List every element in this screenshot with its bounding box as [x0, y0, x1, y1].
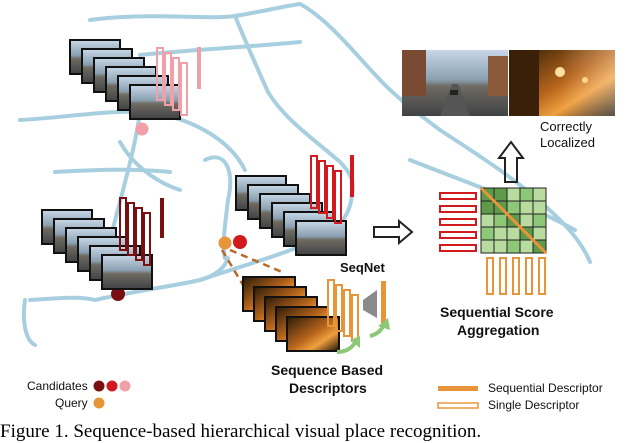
query-sequence-link — [220, 248, 283, 286]
figure: Correctly Localized SeqNet Sequential Sc… — [18, 2, 640, 412]
legend-query-label: Query — [55, 396, 88, 410]
score-cell — [480, 226, 495, 241]
descriptor-set-middle — [310, 155, 342, 224]
result-fade — [560, 50, 640, 116]
score-cell — [493, 239, 508, 254]
label-localized: Localized — [540, 135, 595, 150]
arrow-up-icon — [497, 140, 525, 183]
score-cell — [480, 239, 495, 254]
descriptor-set-top — [156, 47, 188, 116]
score-cell — [493, 213, 508, 228]
legend-sequential-swatch — [438, 386, 478, 391]
legend-sequential-label: Sequential Descriptor — [488, 381, 603, 395]
score-cell — [506, 226, 521, 241]
figure-caption: Figure 1. Sequence-based hierarchical vi… — [0, 421, 482, 442]
score-matrix — [479, 186, 548, 255]
label-ssa-1: Sequential Score — [440, 304, 554, 320]
green-arrowhead-2 — [378, 318, 390, 330]
candidate-dot-mid — [233, 235, 247, 249]
query-dot — [218, 236, 232, 250]
score-cell — [506, 239, 521, 254]
seq-descriptor-middle — [350, 155, 354, 197]
sequence-frame — [295, 220, 347, 256]
seqnet-block — [363, 290, 377, 318]
score-matrix-single-descriptors-cols — [486, 257, 546, 295]
score-cell — [532, 200, 547, 215]
legend-query — [93, 397, 105, 409]
image-stack-middle — [235, 175, 347, 256]
score-cell — [480, 200, 495, 215]
result-image-day — [402, 50, 508, 116]
score-cell — [532, 187, 547, 202]
score-cell — [532, 213, 547, 228]
legend-candidate-mid — [106, 380, 118, 392]
score-cell — [519, 239, 534, 254]
score-matrix-single-descriptors-rows — [439, 192, 477, 252]
score-cell — [532, 226, 547, 241]
label-seqnet: SeqNet — [340, 260, 385, 275]
score-cell — [493, 226, 508, 241]
score-cell — [519, 213, 534, 228]
score-cell — [493, 187, 508, 202]
seq-descriptor-query — [381, 281, 386, 323]
score-cell — [480, 213, 495, 228]
sequence-frame — [286, 316, 340, 352]
legend-single-label: Single Descriptor — [488, 398, 580, 412]
label-ssa-2: Aggregation — [457, 322, 540, 338]
score-cell — [506, 200, 521, 215]
score-diagonal — [479, 186, 548, 255]
seq-descriptor-top — [197, 47, 201, 89]
score-cell — [519, 200, 534, 215]
descriptor-set-left — [119, 197, 151, 266]
image-stack-top — [69, 39, 181, 120]
candidate-dot-dark — [111, 287, 125, 301]
label-sbd-1: Sequence Based — [271, 362, 384, 378]
legend-candidate-light — [119, 380, 131, 392]
label-sbd-2: Descriptors — [289, 380, 367, 396]
seq-descriptor-left — [160, 198, 164, 238]
legend-candidates-label: Candidates — [27, 379, 88, 393]
score-cell — [519, 187, 534, 202]
legend-single-swatch — [437, 402, 479, 409]
label-correctly: Correctly — [540, 119, 593, 134]
candidate-dot-light — [135, 122, 149, 136]
green-arrowhead-1 — [350, 336, 360, 348]
arrow-right-icon — [373, 218, 414, 246]
image-stack-query-night — [242, 276, 340, 352]
score-cell — [506, 187, 521, 202]
image-stack-left — [41, 209, 153, 290]
legend-candidate-dark — [93, 380, 105, 392]
